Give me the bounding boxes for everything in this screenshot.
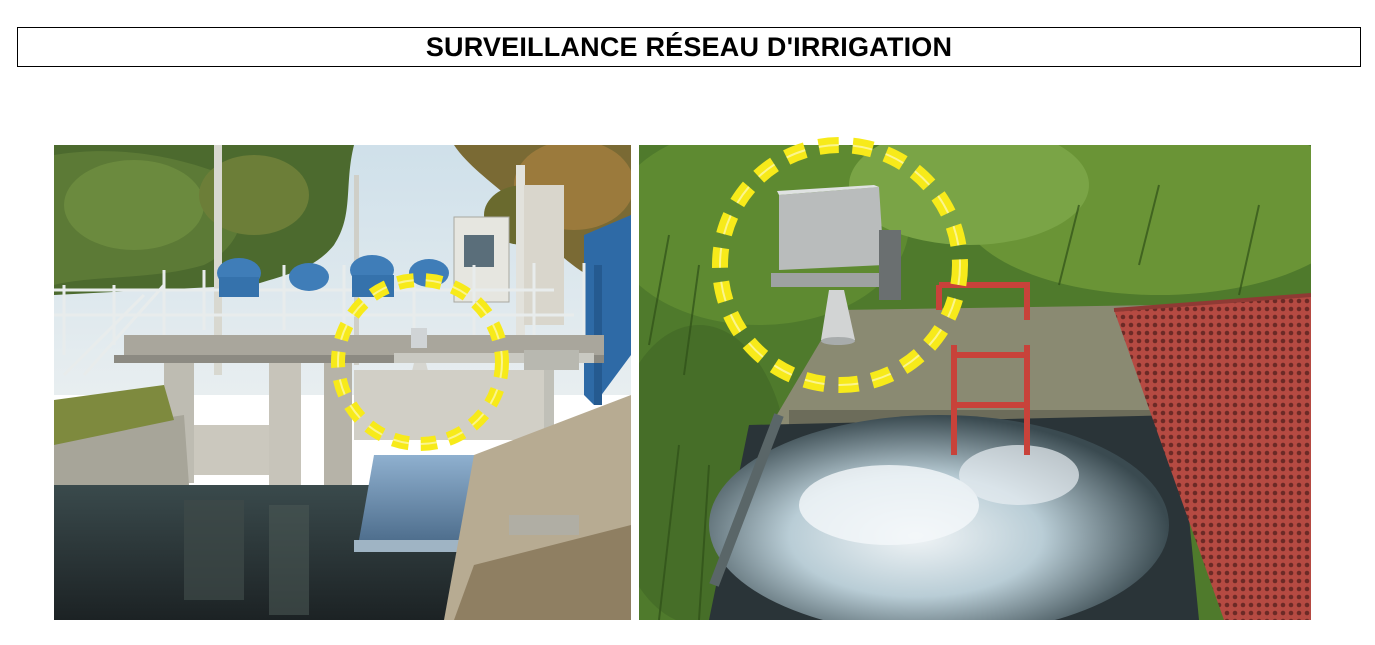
photo-irrigation-gate-image: [54, 145, 631, 620]
photo-irrigation-channel-image: [639, 145, 1311, 620]
title-box: SURVEILLANCE RÉSEAU D'IRRIGATION: [17, 27, 1361, 67]
photo-irrigation-channel: [639, 145, 1311, 620]
page-title: SURVEILLANCE RÉSEAU D'IRRIGATION: [425, 31, 953, 62]
photo-irrigation-gate: [54, 145, 631, 620]
